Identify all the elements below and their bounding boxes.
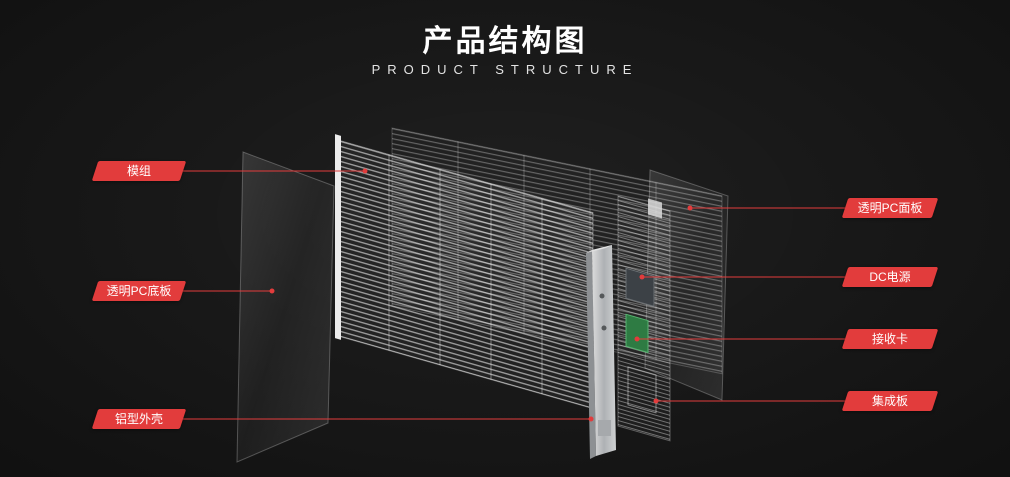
dc-power-box <box>625 267 655 307</box>
top-bracket <box>648 198 662 219</box>
callout-label: DC电源 <box>869 270 911 284</box>
panel-led-module <box>335 134 594 410</box>
receiver-card-pcb <box>625 313 649 354</box>
callout-label: 模组 <box>126 164 151 178</box>
callout-label: 集成板 <box>871 394 908 408</box>
callout-label: 透明PC面板 <box>857 201 923 215</box>
callout-pc-front-panel: 透明PC面板 <box>841 198 939 218</box>
page-title: 产品结构图 <box>422 25 588 58</box>
panel-pc-backplate <box>236 151 335 463</box>
callout-module: 模组 <box>91 161 187 181</box>
callout-label: 铝型外壳 <box>114 412 163 426</box>
callout-label: 透明PC底板 <box>106 284 172 298</box>
integrated-board-outline <box>627 366 657 414</box>
page-subtitle: PRODUCT STRUCTURE <box>371 62 639 77</box>
page-header: 产品结构图 PRODUCT STRUCTURE <box>0 0 1010 77</box>
callout-pc-backplate: 透明PC底板 <box>91 281 187 301</box>
aluminum-profile <box>586 245 616 459</box>
leader-lines <box>183 168 845 422</box>
callout-receiver-card: 接收卡 <box>841 329 939 349</box>
callout-dc-power: DC电源 <box>841 267 939 287</box>
callout-aluminum-shell: 铝型外壳 <box>91 409 187 429</box>
module-edge-pole <box>335 134 341 340</box>
callout-label: 接收卡 <box>871 332 908 346</box>
integrated-board-strip <box>617 195 671 442</box>
callout-integrated-board: 集成板 <box>841 391 939 411</box>
